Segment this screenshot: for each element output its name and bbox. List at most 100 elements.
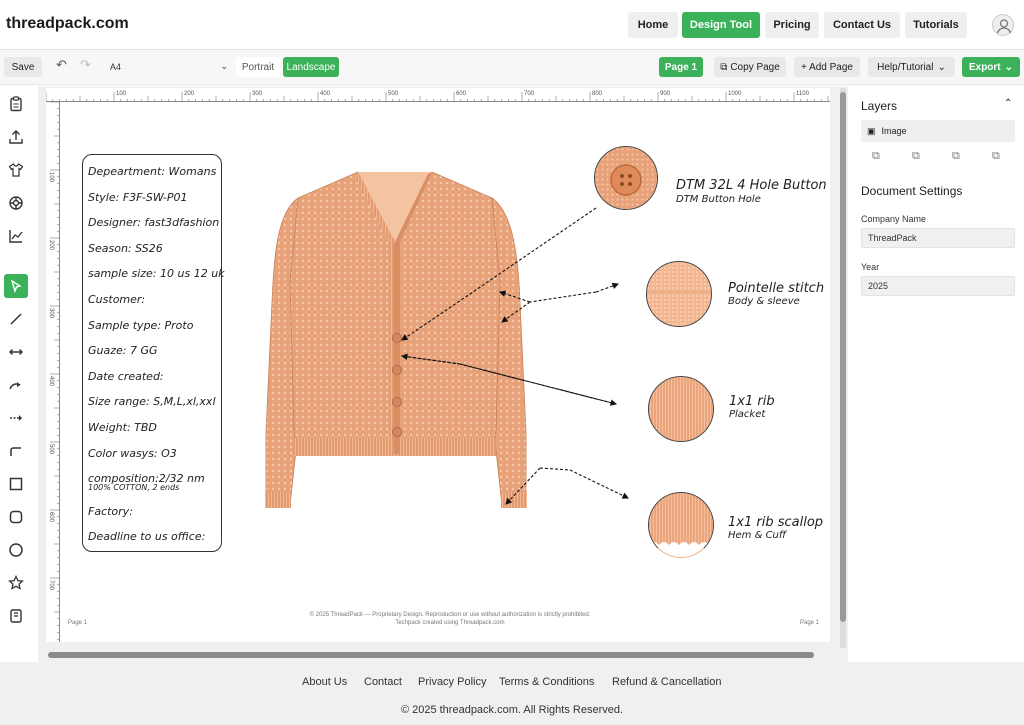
layer-forward-icon[interactable]: ⧉ — [912, 150, 920, 162]
spec-style: Style: F3F-SW-P01 — [88, 190, 188, 204]
pointelle-swatch[interactable] — [646, 261, 712, 327]
rib-swatch[interactable] — [648, 376, 714, 442]
chevron-down-icon: ⌄ — [937, 61, 946, 73]
nav-pricing[interactable]: Pricing — [765, 12, 819, 38]
clipboard-icon[interactable] — [4, 92, 28, 116]
button — [392, 397, 402, 407]
export-button[interactable]: Export⌄ — [962, 57, 1020, 77]
arrow-button — [401, 207, 597, 341]
spec-composition: composition:2/32 nm — [88, 472, 205, 486]
button — [392, 333, 402, 343]
footer-contact[interactable]: Contact — [364, 676, 402, 688]
shirt-icon[interactable] — [4, 158, 28, 182]
ruler-label: 300 — [252, 91, 263, 97]
select-arrow-icon[interactable] — [4, 274, 28, 298]
footer-refund[interactable]: Refund & Cancellation — [612, 676, 722, 688]
spec-weight: Weight: TBD — [88, 420, 157, 434]
right-panel: Layers ⌃ ▣Image ⧉ ⧉ ⧉ ⧉ Document Setting… — [850, 86, 1024, 662]
note-icon[interactable] — [4, 604, 28, 628]
rect-icon[interactable] — [4, 472, 28, 496]
page-1-button[interactable]: Page 1 — [659, 57, 703, 77]
upload-icon[interactable] — [4, 125, 28, 149]
footer-terms[interactable]: Terms & Conditions — [499, 676, 595, 688]
layers-title: Layers — [861, 99, 898, 113]
curve-arrow-icon[interactable] — [4, 373, 28, 397]
chevron-up-icon[interactable]: ⌃ — [1004, 98, 1013, 109]
callout-scallop-sub: Hem & Cuff — [728, 530, 787, 541]
button — [392, 365, 402, 375]
footer-privacy[interactable]: Privacy Policy — [418, 676, 487, 688]
brand-logo[interactable]: threadpack.com — [6, 15, 129, 32]
spec-info-box[interactable]: Depeartment: Womans Style: F3F-SW-P01 De… — [82, 154, 225, 552]
layer-backward-icon[interactable]: ⧉ — [952, 150, 960, 162]
left-cuff — [265, 492, 291, 508]
chevron-down-icon: ⌄ — [1004, 61, 1014, 73]
page-size-select[interactable]: A4 ⌄ — [104, 57, 232, 77]
portrait-button[interactable]: Portrait — [236, 57, 280, 77]
dash-arrow-icon[interactable] — [4, 406, 28, 430]
company-name-field[interactable]: ThreadPack — [861, 228, 1015, 248]
arrow-placket-b — [459, 363, 618, 406]
callout-rib-title: 1x1 rib — [729, 394, 775, 409]
spec-deadline: Deadline to us office: — [88, 530, 206, 544]
line-icon[interactable] — [4, 307, 28, 331]
nav-design-tool[interactable]: Design Tool — [682, 12, 760, 38]
footer-copyright: © 2025 threadpack.com. All Rights Reserv… — [400, 704, 624, 716]
landscape-button[interactable]: Landscape — [283, 57, 339, 77]
footer-about[interactable]: About Us — [302, 676, 348, 688]
spec-colorways: Color wasys: O3 — [88, 446, 177, 460]
spec-sample-type: Sample type: Proto — [88, 318, 194, 332]
help-tutorial-button[interactable]: Help/Tutorial⌄ — [868, 57, 955, 77]
nav-contact[interactable]: Contact Us — [824, 12, 900, 38]
help-label: Help/Tutorial — [877, 61, 934, 73]
year-field[interactable]: 2025 — [861, 276, 1015, 296]
star-icon[interactable] — [4, 571, 28, 595]
callout-pointelle-sub: Body & sleeve — [728, 296, 800, 307]
scroll-thumb[interactable] — [840, 92, 846, 622]
ruler-label: 200 — [48, 240, 54, 251]
save-button[interactable]: Save — [4, 57, 42, 77]
spec-factory: Factory: — [88, 504, 133, 518]
year-label: Year — [861, 262, 880, 272]
copy-page-button[interactable]: ⧉Copy Page — [714, 57, 786, 77]
rib-scallop-swatch[interactable] — [648, 492, 714, 558]
spec-gauge: Guaze: 7 GG — [88, 344, 158, 358]
redo-icon[interactable]: ↷ — [80, 57, 91, 72]
spec-season: Season: SS26 — [88, 241, 163, 255]
chart-icon[interactable] — [4, 224, 28, 248]
target-icon[interactable] — [4, 191, 28, 215]
scroll-thumb[interactable] — [48, 652, 814, 658]
company-name-label: Company Name — [861, 214, 927, 224]
arrow-scallop — [539, 467, 629, 499]
spec-customer: Customer: — [88, 292, 146, 306]
callout-rib-sub: Placket — [729, 409, 766, 420]
add-page-button[interactable]: + Add Page — [794, 57, 860, 77]
user-avatar-icon[interactable] — [992, 14, 1014, 36]
export-label: Export — [968, 61, 1001, 73]
copyright-notice: © 2025 ThreadPack — Proprietary Design. … — [309, 612, 591, 618]
elbow-line-icon[interactable] — [4, 439, 28, 463]
nav-home[interactable]: Home — [628, 12, 678, 38]
spec-date-created: Date created: — [88, 369, 164, 383]
garment-illustration[interactable] — [60, 102, 830, 642]
site-footer: About Us Contact Privacy Policy Terms & … — [0, 662, 1024, 725]
ruler-label: 500 — [48, 444, 54, 455]
copy-icon: ⧉ — [720, 61, 728, 73]
copy-page-label: Copy Page — [730, 61, 780, 73]
rounded-rect-icon[interactable] — [4, 505, 28, 529]
layer-item-image[interactable]: ▣Image — [861, 120, 1015, 142]
nav-tutorials[interactable]: Tutorials — [905, 12, 967, 38]
vertical-scrollbar[interactable] — [840, 88, 846, 648]
layer-front-icon[interactable]: ⧉ — [872, 150, 880, 162]
horizontal-scrollbar[interactable] — [40, 652, 840, 658]
layer-back-icon[interactable]: ⧉ — [992, 150, 1000, 162]
button-swatch[interactable] — [594, 146, 658, 210]
undo-icon[interactable]: ↶ — [56, 57, 67, 72]
circle-icon[interactable] — [4, 538, 28, 562]
tool-sidebar — [0, 86, 32, 662]
techpack-page[interactable]: Depeartment: Womans Style: F3F-SW-P01 De… — [60, 102, 830, 642]
spec-composition-detail: 100% COTTON, 2 ends — [88, 482, 180, 492]
double-arrow-icon[interactable] — [4, 340, 28, 364]
editor-toolbar: Save ↶ ↷ A4 ⌄ Portrait Landscape Page 1 … — [0, 50, 1024, 85]
